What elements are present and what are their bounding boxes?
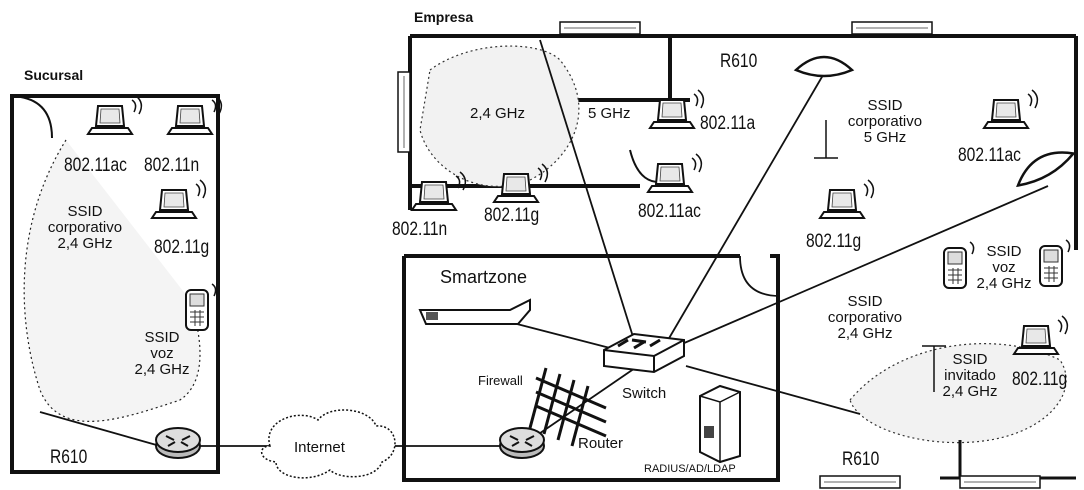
switch-icon [603, 332, 685, 374]
laptop-icon [1013, 315, 1069, 355]
phone-icon [1039, 239, 1071, 287]
client-label: 802.11ac [638, 201, 701, 222]
internet-label: Internet [294, 439, 345, 456]
switch-label: Switch [622, 385, 667, 402]
client-label: 802.11ac [64, 155, 127, 176]
router-icon [499, 427, 545, 459]
ap-label: R610 [842, 449, 880, 470]
client-label: 802.11g [806, 231, 862, 252]
sucursal-title: Sucursal [24, 67, 84, 83]
laptop-icon [411, 171, 467, 211]
smartzone-room [402, 254, 780, 482]
radius-server-icon [699, 384, 741, 464]
router-label: Router [578, 435, 624, 452]
window [559, 21, 641, 35]
laptop-icon [167, 95, 223, 135]
anexo-coverage [849, 343, 1067, 444]
smartzone-controller-icon [418, 298, 531, 325]
window [959, 475, 1041, 489]
laptop-icon [649, 89, 705, 129]
sucursal-building [10, 94, 220, 474]
client-label: 802.11n [392, 219, 448, 240]
client-label: 802.11g [484, 205, 540, 226]
laptop-icon [983, 89, 1039, 129]
band-label: 5 GHz [588, 105, 631, 122]
empresa-title: Empresa [414, 9, 474, 25]
empresa-ap-icon [793, 55, 855, 78]
laptop-icon [819, 179, 875, 219]
client-label: 802.11n [144, 155, 200, 176]
client-label: 802.11a [700, 113, 756, 134]
ap-label: R610 [720, 51, 758, 72]
anexo-ap-icon [1016, 151, 1076, 188]
ap-label: R610 [50, 447, 88, 468]
band-label: 2,4 GHz [470, 105, 526, 122]
client-label: 802.11ac [958, 145, 1021, 166]
sucursal-router-icon [155, 427, 201, 459]
laptop-icon [151, 179, 207, 219]
window [851, 21, 933, 35]
window [819, 475, 901, 489]
client-label: 802.11g [154, 237, 210, 258]
firewall-label: Firewall [478, 373, 523, 388]
laptop-icon [647, 153, 703, 193]
client-label: 802.11g [1012, 369, 1068, 390]
radius-label: RADIUS/AD/LDAP [644, 463, 736, 475]
sucursal-coverage [23, 139, 201, 422]
internet-cloud [261, 409, 396, 479]
firewall-icon [528, 367, 607, 447]
phone-icon [185, 283, 217, 331]
empresa-coverage [419, 45, 580, 187]
smartzone-title: Smartzone [440, 267, 528, 287]
laptop-icon [87, 95, 143, 135]
